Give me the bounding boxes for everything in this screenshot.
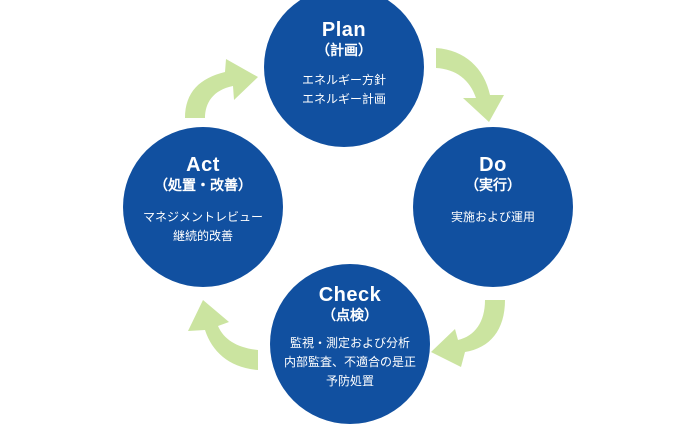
plan-line: エネルギー計画 <box>301 92 386 106</box>
do-circle: Do （実行） 実施および運用 <box>413 127 573 287</box>
check-line: 予防処置 <box>325 374 374 388</box>
check-description: 監視・測定および分析 内部監査、不適合の是正 予防処置 <box>284 334 416 391</box>
act-line: 継続的改善 <box>172 229 233 243</box>
do-line: 実施および運用 <box>450 210 535 224</box>
do-description: 実施および運用 <box>451 208 535 227</box>
act-description: マネジメントレビュー 継続的改善 <box>143 208 263 246</box>
do-subtitle: （実行） <box>465 178 521 194</box>
do-title: Do <box>479 154 507 176</box>
plan-circle: Plan （計画） エネルギー方針 エネルギー計画 <box>264 0 424 147</box>
curved-arrow-icon <box>188 300 258 370</box>
check-subtitle: （点検） <box>322 308 378 324</box>
curved-arrow-icon <box>436 48 504 122</box>
plan-description: エネルギー方針 エネルギー計画 <box>302 71 386 109</box>
curved-arrow-icon <box>185 59 258 118</box>
check-line: 監視・測定および分析 <box>289 336 410 350</box>
curved-arrow-icon <box>431 300 505 367</box>
plan-line: エネルギー方針 <box>301 73 386 87</box>
act-title: Act <box>186 154 220 176</box>
plan-title: Plan <box>321 19 367 41</box>
plan-subtitle: （計画） <box>316 43 372 59</box>
check-title: Check <box>318 284 382 306</box>
act-line: マネジメントレビュー <box>142 210 263 224</box>
act-subtitle: （処置・改善） <box>154 178 252 194</box>
check-circle: Check （点検） 監視・測定および分析 内部監査、不適合の是正 予防処置 <box>270 264 430 424</box>
act-circle: Act （処置・改善） マネジメントレビュー 継続的改善 <box>123 127 283 287</box>
check-line: 内部監査、不適合の是正 <box>283 355 416 369</box>
